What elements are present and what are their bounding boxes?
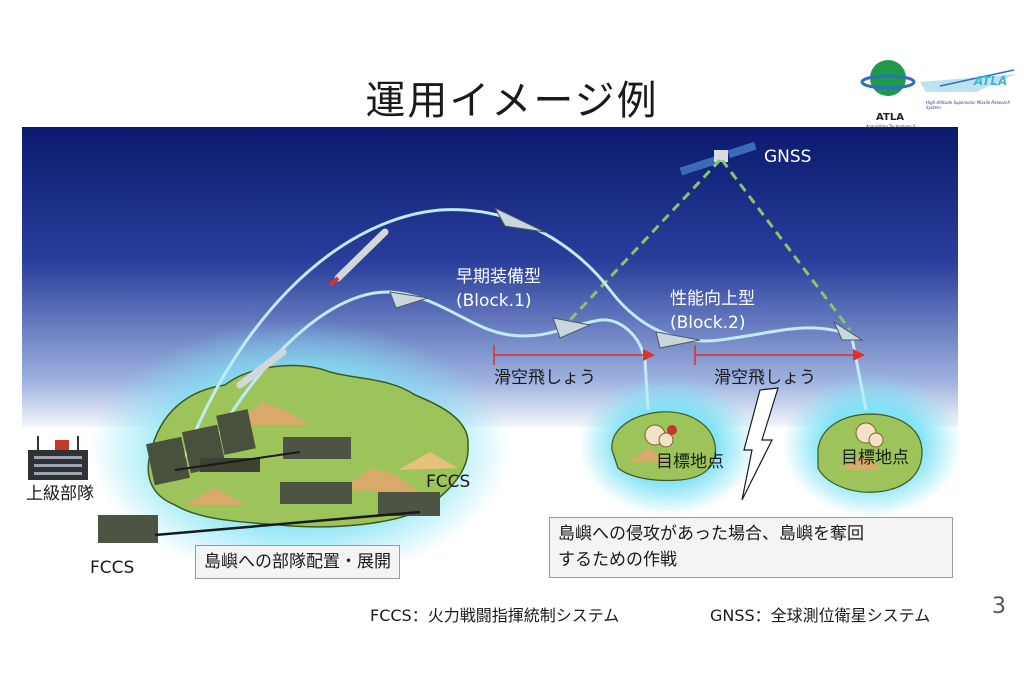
comm-link [154,510,421,537]
operation-caption-line1: 島嶼への侵攻があった場合、島嶼を奪回 [558,524,864,544]
glide-vehicle-icon [493,206,546,233]
early-block-label: (Block.1) [456,291,532,311]
improved-block-label: (Block.2) [670,313,746,333]
hq-building-icon [28,436,88,480]
page-number: 3 [992,594,1006,619]
gnss-link [720,159,852,331]
mountain-icon [185,487,245,505]
atla-logo-text: ATLA [876,112,904,123]
fccs-vehicle [98,515,158,543]
improved-type-label: 性能向上型 [670,289,755,309]
gnss-link [568,158,722,322]
operation-caption-line2: するための作戦 [558,550,677,571]
mountain-icon [628,448,668,462]
trajectory-block1 [213,290,650,441]
hatla-logo-text: ATLA [974,74,1008,88]
comm-link [174,451,301,471]
missile-icon [236,348,287,389]
mountain-icon [398,452,458,470]
hq-label: 上級部隊 [26,484,94,504]
fccs-shore-label: FCCS [90,558,135,578]
glide-vehicle-icon [655,331,701,349]
operation-caption-box: 島嶼への侵攻があった場合、島嶼を奪回 するための作戦 [549,517,953,578]
glide-label-1: 滑空飛しょう [494,368,596,388]
lightning-icon [741,387,779,501]
glide-label-2: 滑空飛しょう [714,368,816,388]
support-truck [280,482,352,504]
atla-logos: ATLA Acquisition,Technology & ATLA High … [856,56,1020,129]
deploy-caption: 島嶼への部隊配置・展開 [204,552,391,572]
support-truck [283,437,351,459]
glide-vehicle-icon [832,320,864,341]
fccs-definition: FCCS：火力戦闘指揮統制システム [370,606,620,625]
satellite-icon [679,141,757,176]
trajectory-block2 [178,208,851,471]
hatla-logo-subtext: High Altitude Supersonic Missile Researc… [926,100,1011,110]
target-label-2: 目標地点 [841,448,909,468]
explosion-icon [644,424,677,448]
missile-icon [328,228,389,287]
mountain-icon [340,468,420,492]
early-type-label: 早期装備型 [456,267,541,287]
mountain-icon [235,402,310,425]
glide-vehicle-icon [389,291,429,309]
glide-vehicle-icon [552,317,592,339]
target-label-1: 目標地点 [656,452,724,472]
explosion-icon [855,422,884,448]
deploy-caption-box: 島嶼への部隊配置・展開 [195,545,400,580]
wing-logo-icon [920,74,1016,92]
mountain-icon [840,455,884,470]
gnss-label: GNSS [764,147,812,167]
page-title: 運用イメージ例 [365,78,659,124]
fccs-island-label: FCCS [426,472,471,492]
gnss-definition: GNSS：全球測位衛星システム [710,606,931,625]
atla-logo-subtext: Acquisition,Technology & [866,124,916,129]
target-island-2 [817,413,923,493]
launcher-vehicle [146,409,260,486]
